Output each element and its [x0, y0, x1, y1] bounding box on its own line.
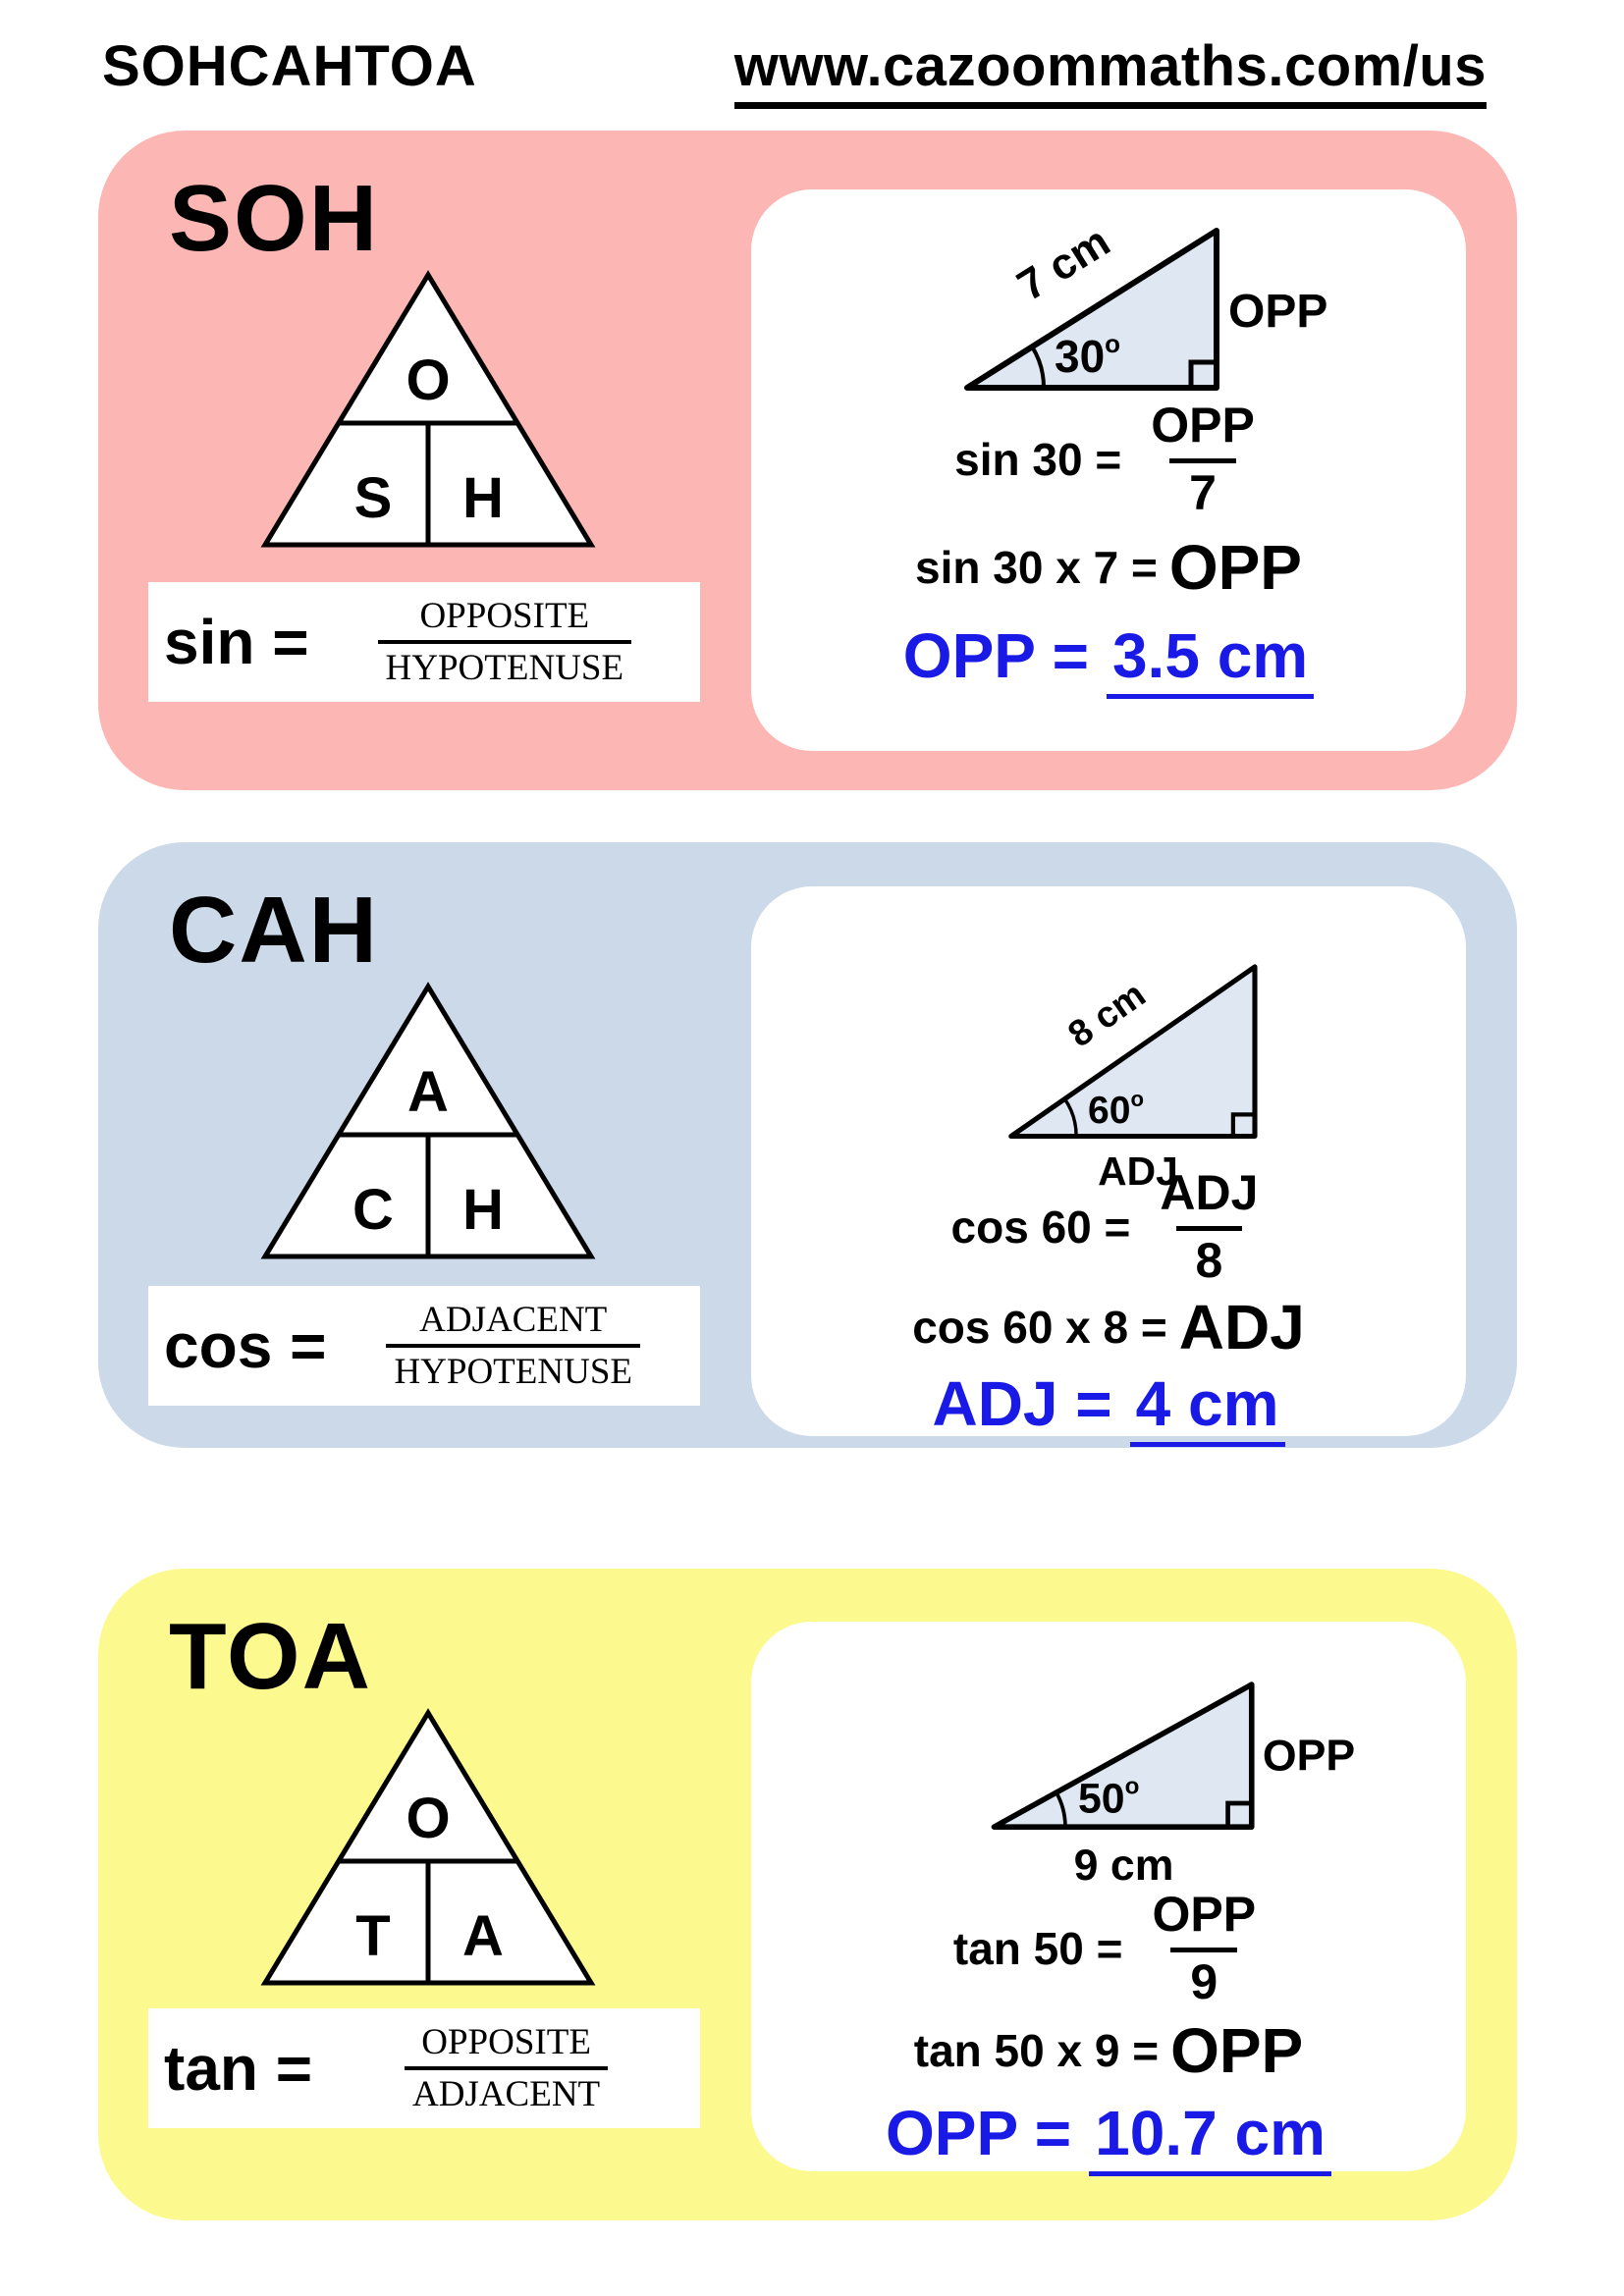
equation-2-lhs: cos 60 x 8 = [912, 1302, 1167, 1353]
equation-2-rhs: OPP [1170, 2015, 1304, 2086]
formula-box: cos = ADJACENT HYPOTENUSE [148, 1286, 700, 1406]
angle-label: 50o [1078, 1774, 1139, 1823]
mnemonic-letter-right: H [462, 1178, 504, 1242]
opposite-side-label: OPP [1228, 286, 1327, 338]
angle-arc-icon [1055, 1790, 1067, 1828]
right-angle-icon [1230, 1112, 1255, 1137]
page-title: SOHCAHTOA [102, 34, 477, 98]
equation-1-denominator: 7 [1169, 457, 1236, 522]
mnemonic-letter-top: O [406, 1787, 450, 1850]
formula-fraction: OPPOSITE ADJACENT [322, 2022, 690, 2114]
answer-line: OPP = 10.7 cm [886, 2097, 1331, 2176]
equation-1-numerator: OPP [1151, 398, 1255, 453]
answer-value: 3.5 cm [1106, 619, 1315, 699]
mnemonic-letter-left: T [355, 1904, 390, 1968]
mnemonic-letter-right: A [462, 1904, 504, 1968]
section-title: CAH [169, 878, 379, 983]
example-triangle: 50o 9 cm OPP [987, 1631, 1380, 1896]
hypotenuse-label: 7 cm [1009, 217, 1118, 310]
right-angle-icon [1225, 1800, 1252, 1828]
example-triangle: 60o 8 cm ADJ [1004, 894, 1355, 1195]
mnemonic-triangle: O T A [260, 1708, 596, 1986]
angle-label: 60o [1088, 1087, 1144, 1132]
right-triangle-shape [1008, 964, 1258, 1140]
angle-label: 30o [1055, 329, 1120, 382]
equation-1-numerator: ADJ [1160, 1165, 1259, 1220]
section-cah: CAH A C H cos = ADJACENT HYPOTENUSE 60 [98, 842, 1517, 1448]
answer-lhs: ADJ = [932, 1368, 1112, 1439]
hypotenuse-label: 8 cm [1060, 973, 1153, 1054]
section-title: SOH [169, 166, 380, 271]
website-link[interactable]: www.cazoommaths.com/us [733, 33, 1487, 109]
answer-line: OPP = 3.5 cm [902, 619, 1315, 699]
mnemonic-triangle: A C H [260, 982, 596, 1259]
angle-arc-icon [1062, 1097, 1078, 1137]
mnemonic-letter-left: S [354, 466, 393, 530]
formula-denominator: HYPOTENUSE [377, 639, 632, 688]
equation-1-lhs: sin 30 = [954, 434, 1122, 485]
equation-1: cos 60 = ADJ 8 [951, 1165, 1267, 1289]
adjacent-side-label: ADJ [1098, 1148, 1178, 1194]
equation-1-denominator: 8 [1175, 1225, 1243, 1290]
answer-line: ADJ = 4 cm [932, 1367, 1285, 1447]
equation-1: tan 50 = OPP 9 [953, 1887, 1264, 2010]
equation-2-lhs: tan 50 x 9 = [913, 2025, 1160, 2076]
equation-2: tan 50 x 9 = OPP [914, 2014, 1303, 2087]
example-card: 30o 7 cm OPP sin 30 = OPP 7 sin 30 x 7 =… [751, 189, 1466, 751]
equation-2: sin 30 x 7 = OPP [915, 531, 1302, 604]
equation-1-fraction: OPP 9 [1145, 1887, 1265, 2010]
example-card: 60o 8 cm ADJ cos 60 = ADJ 8 cos 60 x 8 =… [751, 886, 1466, 1447]
answer-lhs: OPP = [886, 2098, 1072, 2168]
formula-denominator: ADJACENT [404, 2065, 609, 2114]
equation-1-fraction: ADJ 8 [1152, 1165, 1266, 1289]
equation-1-numerator: OPP [1152, 1887, 1257, 1942]
answer-value: 10.7 cm [1089, 2097, 1331, 2176]
mnemonic-letter-top: O [406, 348, 450, 412]
answer-value: 4 cm [1129, 1367, 1285, 1447]
angle-arc-icon [1030, 345, 1047, 389]
equation-1-lhs: cos 60 = [950, 1201, 1131, 1253]
formula-box: tan = OPPOSITE ADJACENT [148, 2008, 700, 2128]
right-triangle-shape [964, 228, 1219, 391]
mnemonic-letter-right: H [462, 466, 504, 530]
formula-denominator: HYPOTENUSE [386, 1343, 640, 1392]
equation-2-rhs: ADJ [1178, 1292, 1305, 1362]
formula-numerator: OPPOSITE [419, 596, 590, 637]
equation-1: sin 30 = OPP 7 [954, 398, 1263, 521]
formula-lhs: sin = [164, 607, 309, 677]
right-triangle-shape [991, 1682, 1255, 1830]
right-angle-icon [1188, 359, 1217, 388]
answer-lhs: OPP = [902, 620, 1089, 691]
mnemonic-letter-left: C [352, 1178, 394, 1242]
formula-fraction: ADJACENT HYPOTENUSE [336, 1300, 690, 1392]
equation-2: cos 60 x 8 = ADJ [912, 1291, 1305, 1363]
example-triangle: 30o 7 cm OPP [959, 203, 1372, 411]
example-card: 50o 9 cm OPP tan 50 = OPP 9 tan 50 x 9 =… [751, 1622, 1466, 2176]
adjacent-side-label: 9 cm [1074, 1842, 1174, 1890]
formula-box: sin = OPPOSITE HYPOTENUSE [148, 582, 700, 702]
mnemonic-triangle: O S H [260, 270, 596, 548]
section-title: TOA [169, 1604, 372, 1709]
equation-1-lhs: tan 50 = [952, 1923, 1123, 1974]
equation-1-denominator: 9 [1170, 1947, 1238, 2011]
mnemonic-letter-top: A [407, 1060, 449, 1124]
formula-lhs: cos = [164, 1310, 327, 1381]
equation-1-fraction: OPP 7 [1143, 398, 1263, 521]
formula-lhs: tan = [164, 2033, 313, 2104]
equation-2-lhs: sin 30 x 7 = [915, 542, 1158, 593]
formula-numerator: ADJACENT [419, 1300, 608, 1341]
opposite-side-label: OPP [1263, 1733, 1355, 1781]
formula-fraction: OPPOSITE HYPOTENUSE [319, 596, 690, 688]
section-toa: TOA O T A tan = OPPOSITE ADJACENT 50o [98, 1569, 1517, 2220]
equation-2-rhs: OPP [1168, 532, 1302, 603]
formula-numerator: OPPOSITE [421, 2022, 591, 2063]
section-soh: SOH O S H sin = OPPOSITE HYPOTENUSE 30 [98, 131, 1517, 790]
